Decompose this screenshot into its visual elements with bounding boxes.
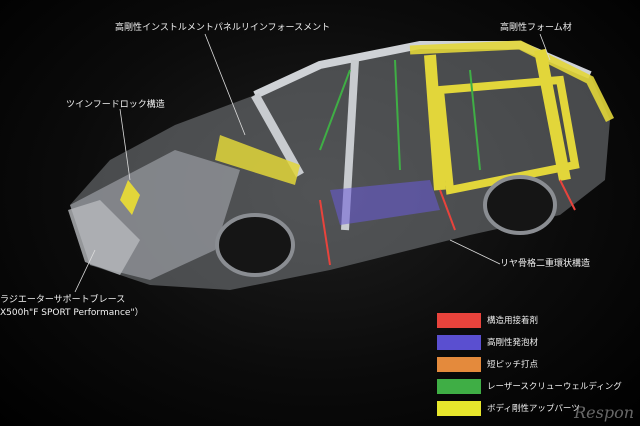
- callout-radiator-brace: ラジエーターサポートブレース: [0, 295, 126, 305]
- leader-lines: [74, 33, 551, 293]
- instrument-panel-yellow: [215, 135, 300, 185]
- callout-foam: 高剛性フォーム材: [500, 23, 572, 33]
- hood-lock-yellow: [120, 180, 140, 215]
- a-pillar: [251, 92, 304, 178]
- callout-radiator-brace-model: X500h"F SPORT Performance"）: [0, 308, 144, 318]
- legend-label: 構造用接着剤: [487, 316, 539, 326]
- legend-swatch-adhesive: [437, 313, 481, 328]
- callout-instrument-panel: 高剛性インストルメントパネルリインフォースメント: [115, 23, 331, 33]
- roof-rail-yellow: [409, 40, 615, 123]
- legend-label: ボディ剛性アップパーツ: [487, 404, 580, 414]
- rear-wheel-arch: [483, 175, 557, 235]
- legend-item: ボディ剛性アップパーツ: [437, 398, 637, 420]
- legend-item: 高剛性発泡材: [437, 332, 637, 354]
- legend-label: 短ピッチ打点: [487, 360, 539, 370]
- c-pillar-yellow: [424, 54, 446, 191]
- legend: 構造用接着剤 高剛性発泡材 短ピッチ打点 レーザースクリューウェルディング ボデ…: [437, 310, 637, 420]
- legend-item: 構造用接着剤: [437, 310, 637, 332]
- front-wheel-arch: [215, 213, 295, 277]
- legend-swatch-foam: [437, 335, 481, 350]
- legend-swatch-laser-weld: [437, 379, 481, 394]
- legend-swatch-rigidity-parts: [437, 401, 481, 416]
- adhesive-line-red: [319, 179, 576, 266]
- legend-item: 短ピッチ打点: [437, 354, 637, 376]
- rear-ring-yellow: [435, 75, 580, 195]
- legend-label: 高剛性発泡材: [487, 338, 539, 348]
- legend-swatch-spot-weld: [437, 357, 481, 372]
- front-bumper: [68, 200, 140, 275]
- weld-line-green: [319, 59, 481, 171]
- legend-label: レーザースクリューウェルディング: [487, 382, 622, 392]
- callout-rear-ring: リヤ骨格二重環状構造: [500, 259, 591, 269]
- d-pillar-yellow: [534, 48, 571, 182]
- watermark: Respon: [574, 403, 634, 422]
- callout-twin-hood-lock: ツインフードロック構造: [66, 100, 165, 110]
- legend-item: レーザースクリューウェルディング: [437, 376, 637, 398]
- floor-foam-purple: [330, 180, 440, 225]
